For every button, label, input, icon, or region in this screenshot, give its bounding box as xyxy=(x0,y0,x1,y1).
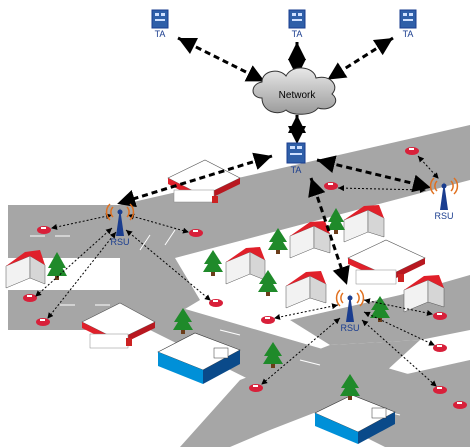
trusted-authority-icon: TA xyxy=(151,9,169,39)
shop-icon xyxy=(314,394,396,444)
tree-icon xyxy=(268,228,288,254)
car-icon xyxy=(433,386,447,394)
car-icon xyxy=(324,182,338,190)
tree-icon xyxy=(258,270,278,296)
car-icon xyxy=(405,147,419,155)
trusted-authority-icon: TA xyxy=(399,9,417,39)
road-network xyxy=(8,125,470,447)
car-icon xyxy=(23,294,37,302)
car-icon xyxy=(189,229,203,237)
cloud-icon: Network xyxy=(252,67,337,115)
network-label: Network xyxy=(279,90,317,101)
ta-label: TA xyxy=(155,29,166,39)
gas-station-icon xyxy=(81,302,156,349)
tree-icon xyxy=(340,374,360,400)
car-icon xyxy=(261,316,275,324)
rsu-label: RSU xyxy=(340,323,359,333)
rsu-tower-icon: RSU xyxy=(335,289,365,333)
wireless-links xyxy=(35,155,439,387)
backbone-links xyxy=(117,36,431,285)
rsu-tower-icon: RSU xyxy=(105,203,135,247)
car-icon xyxy=(433,312,447,320)
rsu-label: RSU xyxy=(110,237,129,247)
rsu-tower-icon: RSU xyxy=(429,177,459,221)
car-icon xyxy=(37,226,51,234)
house-icon xyxy=(285,271,327,309)
trusted-authority-icon: TA xyxy=(286,142,306,175)
trusted-authority-icon: TA xyxy=(288,9,306,39)
ta-label: TA xyxy=(291,165,302,175)
car-icon xyxy=(209,299,223,307)
tree-icon xyxy=(173,308,193,334)
house-icon xyxy=(225,247,266,285)
rsu-label: RSU xyxy=(434,211,453,221)
ta-label: TA xyxy=(403,29,414,39)
car-icon xyxy=(453,401,467,409)
car-icon xyxy=(249,384,263,392)
car-icon xyxy=(36,318,50,326)
road-left-horizontal xyxy=(8,205,120,258)
ta-label: TA xyxy=(292,29,303,39)
car-icon xyxy=(433,344,447,352)
house-icon xyxy=(289,221,331,259)
gas-station-icon xyxy=(347,239,426,285)
tree-icon xyxy=(203,250,223,276)
road-right-lower xyxy=(180,340,420,447)
shop-icon xyxy=(157,332,241,384)
